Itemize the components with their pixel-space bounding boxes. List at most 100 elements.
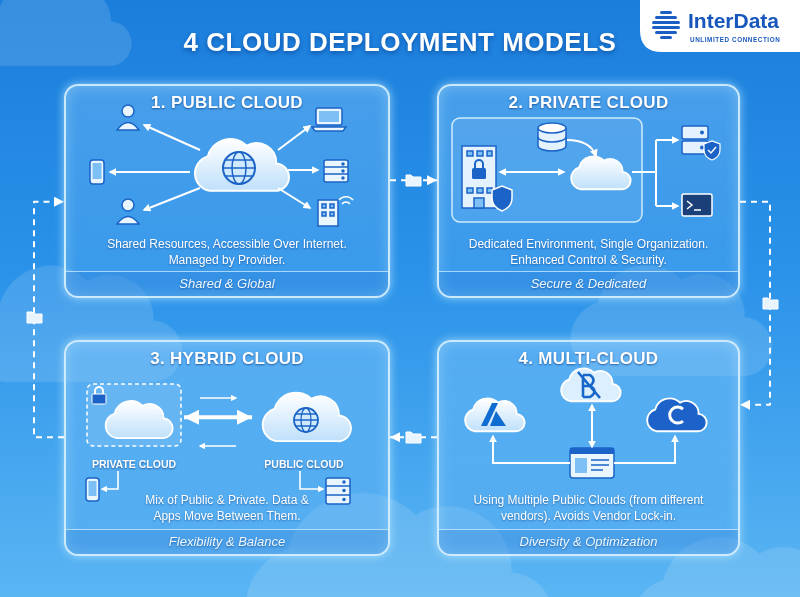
dashboard-icon bbox=[570, 448, 614, 478]
logo-icon bbox=[652, 11, 680, 39]
cloud-node: PUBLIC CLOUD bbox=[252, 382, 356, 470]
terminal-icon bbox=[687, 201, 701, 210]
vendor-cloud bbox=[465, 398, 524, 431]
cloud-icon bbox=[195, 139, 289, 191]
database-icon bbox=[538, 137, 566, 142]
deployment-panel: 4. MULTI-CLOUDUsing Multiple Public Clou… bbox=[437, 340, 740, 556]
public-cloud-illustration bbox=[90, 105, 353, 226]
building-icon bbox=[322, 212, 326, 216]
building-icon bbox=[477, 151, 483, 156]
building-icon bbox=[462, 146, 496, 208]
database-icon bbox=[538, 123, 566, 133]
hybrid-cloud-illustration bbox=[86, 398, 350, 504]
globe-icon bbox=[294, 408, 318, 432]
panel-heading: 3. HYBRID CLOUD bbox=[66, 349, 388, 369]
phone-icon bbox=[89, 481, 97, 496]
building-icon bbox=[467, 151, 473, 156]
globe-icon bbox=[294, 414, 318, 426]
cloud-label: PRIVATE CLOUD bbox=[84, 458, 184, 470]
management-arrows bbox=[614, 436, 675, 463]
shield-check-icon bbox=[708, 147, 716, 153]
server-icon bbox=[343, 481, 345, 483]
user-icon bbox=[117, 105, 139, 224]
dashboard-icon bbox=[591, 460, 609, 470]
building-icon bbox=[487, 151, 492, 156]
building-icon bbox=[330, 204, 334, 208]
building-icon bbox=[318, 200, 338, 226]
globe-icon bbox=[232, 152, 246, 184]
dashboard-icon bbox=[575, 458, 587, 473]
vendor-cloud bbox=[647, 398, 706, 431]
public-cloud-shape bbox=[252, 382, 356, 452]
laptop-icon bbox=[316, 108, 342, 125]
server-icon bbox=[324, 167, 348, 174]
server-icon bbox=[324, 160, 348, 182]
globe-icon bbox=[223, 160, 255, 176]
connector-folders bbox=[763, 298, 778, 309]
building-icon bbox=[477, 188, 483, 193]
terminal-icon bbox=[682, 194, 712, 216]
vendor-cloud bbox=[561, 368, 620, 401]
building-icon bbox=[339, 197, 353, 204]
connector-folders bbox=[406, 175, 421, 186]
server-icon bbox=[326, 486, 350, 495]
distribution-arrows bbox=[110, 125, 318, 210]
flow-arrows bbox=[567, 140, 596, 156]
phone-icon bbox=[90, 160, 104, 184]
sync-arrows bbox=[102, 471, 118, 489]
flow-arrows bbox=[500, 140, 678, 206]
server-icon bbox=[342, 163, 344, 165]
phone-icon bbox=[90, 160, 104, 184]
server-icon bbox=[343, 490, 345, 492]
lock-icon bbox=[472, 160, 486, 179]
panel-heading: 1. PUBLIC CLOUD bbox=[66, 93, 388, 113]
logo-icon bbox=[652, 21, 680, 24]
logo-badge bbox=[640, 0, 800, 52]
logo-icon bbox=[660, 11, 672, 14]
flow-arrows bbox=[632, 140, 656, 206]
sync-arrows bbox=[300, 471, 323, 489]
building-icon bbox=[318, 197, 353, 226]
flow-connector bbox=[390, 436, 437, 438]
logo bbox=[640, 0, 800, 52]
shield-icon bbox=[492, 186, 512, 211]
distribution-arrows bbox=[144, 125, 200, 150]
database-icon bbox=[538, 123, 566, 151]
distribution-arrows bbox=[288, 169, 318, 171]
flow-arrows bbox=[656, 139, 678, 141]
panel-description: Dedicated Environment, Single Organizati… bbox=[455, 236, 723, 268]
user-icon bbox=[117, 123, 139, 131]
sync-connector bbox=[184, 415, 252, 419]
cloud-label: PUBLIC CLOUD bbox=[252, 458, 356, 470]
phone-icon bbox=[93, 163, 102, 179]
user-icon bbox=[122, 199, 134, 211]
sync-arrows bbox=[200, 445, 236, 447]
phone-icon bbox=[86, 478, 99, 501]
cloud-icon bbox=[571, 156, 630, 189]
user-icon bbox=[122, 105, 134, 117]
database-icon bbox=[538, 128, 566, 151]
panel-tagline: Flexibility & Balance bbox=[66, 529, 388, 554]
panel-heading: 4. MULTI-CLOUD bbox=[439, 349, 738, 369]
cloud-shape bbox=[106, 401, 173, 438]
cloud-node: PRIVATE CLOUD bbox=[84, 382, 184, 470]
lock-icon bbox=[472, 168, 486, 179]
logo-icon bbox=[652, 26, 680, 29]
terminal-icon bbox=[682, 194, 712, 216]
logo-icon bbox=[660, 36, 672, 39]
panel-tagline: Shared & Global bbox=[66, 271, 388, 296]
distribution-arrows bbox=[278, 126, 310, 150]
server-icon bbox=[682, 126, 708, 139]
server-icon bbox=[682, 126, 708, 154]
cloud-shape bbox=[263, 393, 351, 442]
server-icon bbox=[701, 146, 703, 148]
management-arrows bbox=[493, 436, 570, 463]
multi-cloud-illustration bbox=[465, 368, 706, 478]
globe-icon bbox=[223, 152, 255, 184]
flow-connector bbox=[34, 202, 64, 438]
shield-icon bbox=[492, 186, 512, 211]
dashboard-icon bbox=[570, 448, 614, 454]
building-icon bbox=[322, 204, 326, 208]
